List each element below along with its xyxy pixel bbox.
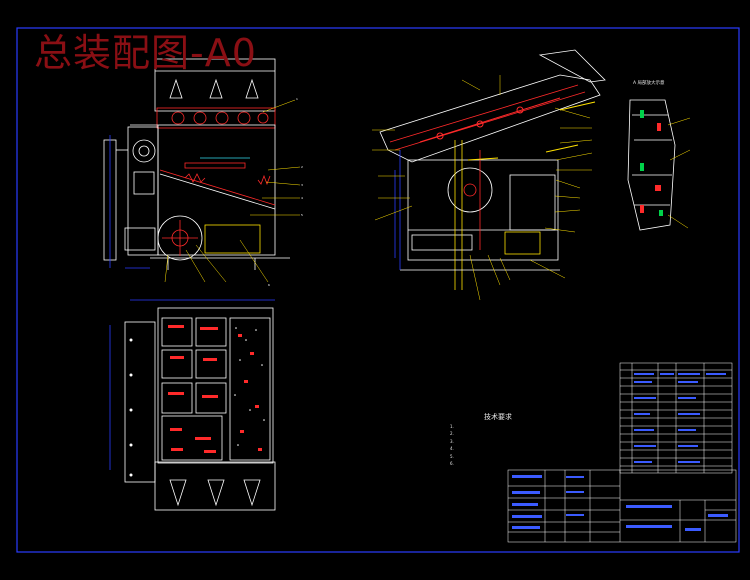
title-block bbox=[507, 469, 737, 543]
svg-text:1: 1 bbox=[296, 97, 298, 101]
side-view-links bbox=[419, 97, 596, 161]
technical-requirement-item: 3. bbox=[450, 438, 454, 444]
parts-list-text bbox=[634, 373, 726, 463]
technical-requirement-item: 2. bbox=[450, 431, 454, 437]
svg-text:6: 6 bbox=[268, 283, 270, 287]
drawing-frame bbox=[16, 27, 740, 553]
technical-requirement-item: 5. bbox=[450, 453, 454, 459]
plan-dots bbox=[129, 327, 265, 477]
detail-view bbox=[627, 99, 676, 231]
svg-text:2: 2 bbox=[301, 165, 303, 169]
front-view bbox=[103, 58, 290, 270]
parts-list bbox=[619, 362, 733, 474]
plan-hatching bbox=[168, 325, 262, 453]
drawing-title: 总装配图-A0 bbox=[34, 31, 257, 75]
plan-view bbox=[109, 299, 276, 511]
technical-requirement-item: 4. bbox=[450, 446, 454, 452]
technical-requirement-item: 6. bbox=[450, 461, 454, 467]
technical-requirements-list: 1. 2. 3. 4. 5. 6. bbox=[450, 423, 610, 467]
detail-colors bbox=[640, 110, 663, 216]
detail-view-title: A 局部放大示意 bbox=[633, 81, 665, 86]
svg-text:3: 3 bbox=[301, 183, 303, 187]
technical-requirement-item: 1. bbox=[450, 424, 454, 429]
title-block-text bbox=[512, 475, 728, 531]
technical-requirements-title: 技术要求 bbox=[484, 413, 512, 421]
svg-text:5: 5 bbox=[301, 213, 303, 217]
svg-text:4: 4 bbox=[301, 196, 303, 200]
